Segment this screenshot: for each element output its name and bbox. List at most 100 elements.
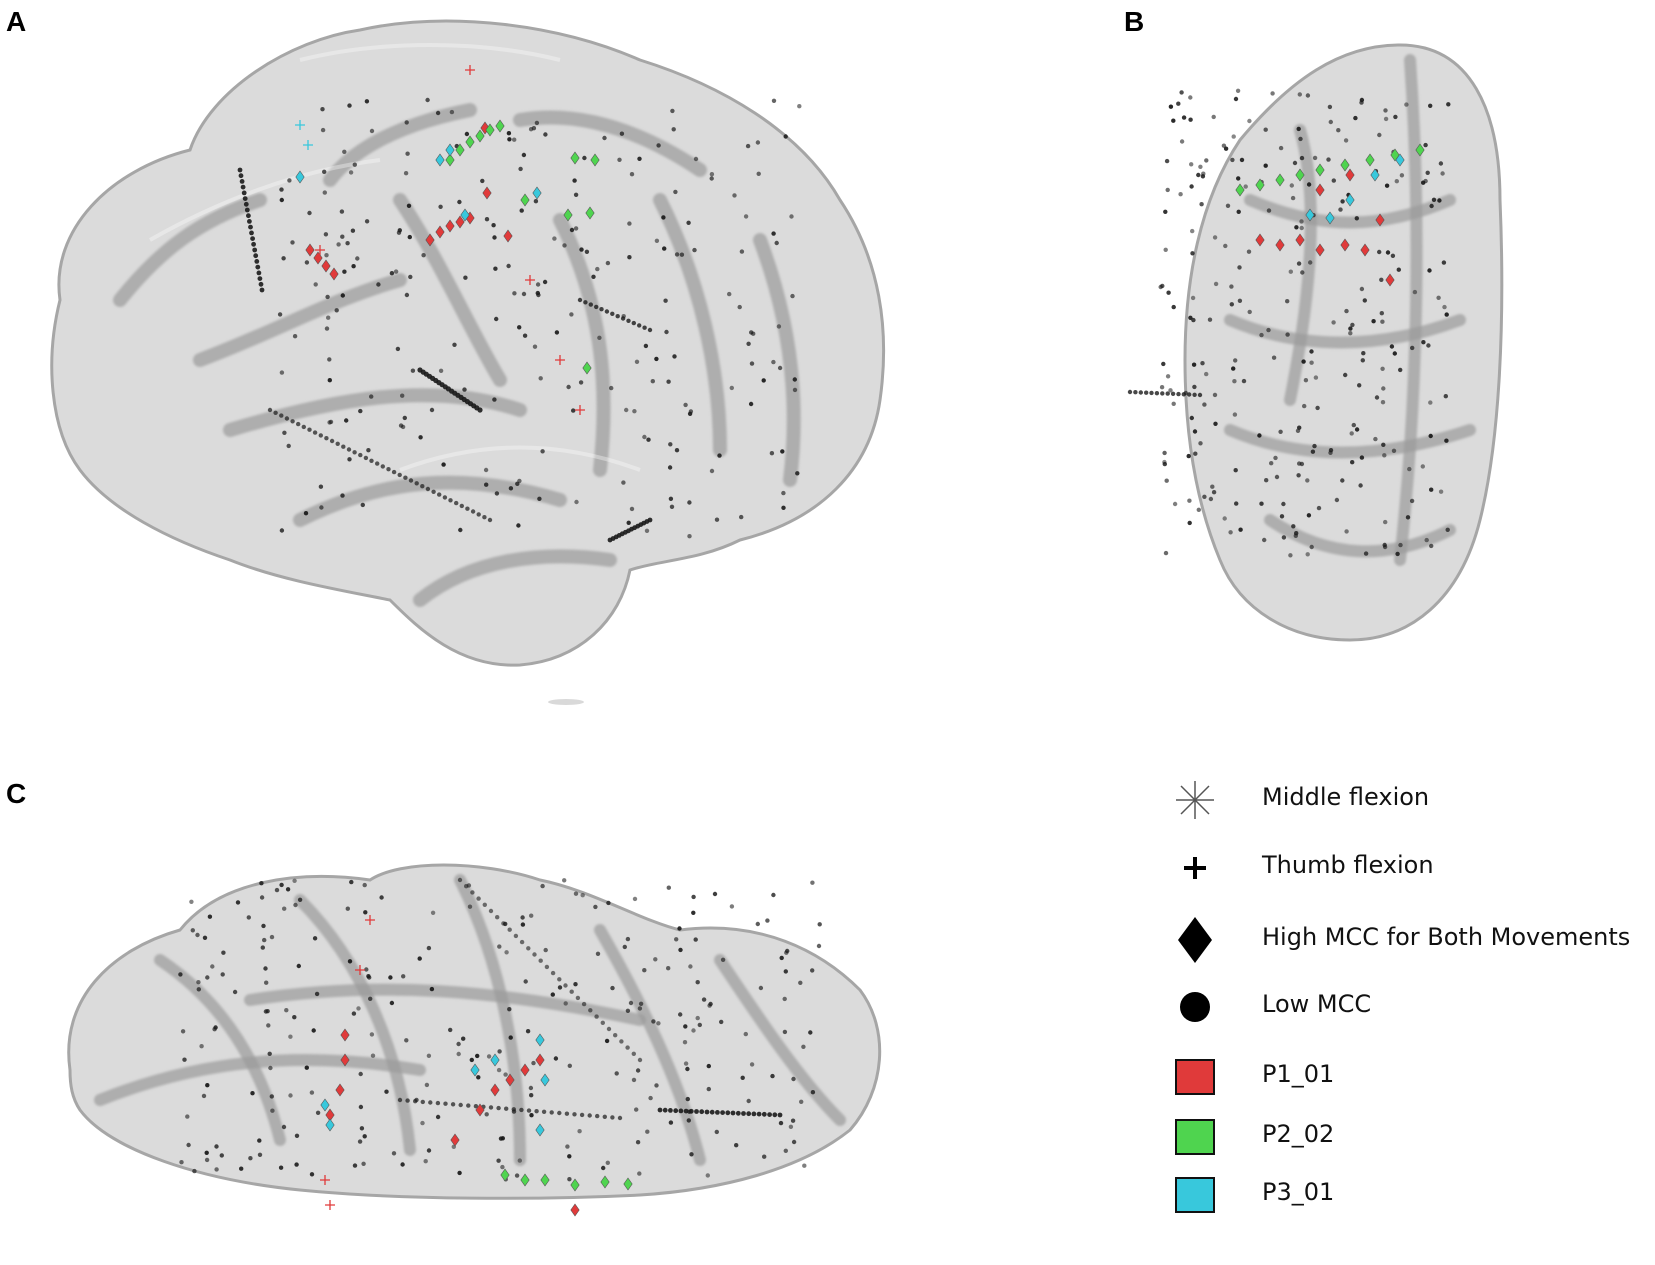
- electrode-dot: [1213, 421, 1218, 426]
- electrode-dot: [388, 975, 393, 980]
- electrode-dot: [1374, 395, 1380, 400]
- electrode-dot: [420, 1120, 425, 1126]
- electrode-dot: [654, 1083, 659, 1088]
- electrode-dot: [1200, 361, 1205, 366]
- electrode-dot: [687, 500, 692, 505]
- electrode-dot: [407, 234, 412, 240]
- electrode-dot: [340, 293, 345, 298]
- electrode-dot: [1190, 251, 1195, 256]
- electrode-dot: [287, 178, 292, 183]
- electrode-dot: [1309, 349, 1314, 354]
- electrode-dot: [1424, 537, 1429, 543]
- electrode-dot: [1232, 379, 1237, 384]
- electrode-dot: [1181, 115, 1187, 120]
- electrode-dot: [285, 887, 291, 892]
- electrode-dot: [1428, 433, 1433, 439]
- electrode-dot: [345, 906, 350, 911]
- electrode-dot: [232, 989, 238, 995]
- electrode-dot: [190, 928, 195, 933]
- electrode-dot: [426, 1053, 432, 1059]
- electrode-dot: [1236, 176, 1241, 181]
- electrode-dot: [496, 1105, 501, 1111]
- electrode-dot: [605, 260, 611, 266]
- electrode-dot: [199, 1044, 204, 1049]
- electrode-dot: [732, 193, 737, 198]
- electrode-dot: [470, 509, 476, 514]
- electrode-dot: [506, 131, 512, 136]
- electrode-dot: [449, 109, 455, 115]
- electrode-dot: [619, 1039, 624, 1044]
- electrode-dot: [482, 515, 487, 520]
- electrode-dot: [379, 895, 384, 900]
- electrode-dot: [195, 932, 200, 938]
- electrode-dot: [1309, 360, 1314, 365]
- electrode-dot: [672, 354, 677, 359]
- electrode-dot: [279, 528, 285, 533]
- electrode-dot: [352, 450, 357, 455]
- electrode-dot: [204, 1157, 210, 1163]
- electrode-dot: [315, 1110, 321, 1116]
- electrode-dot: [543, 132, 548, 137]
- electrode-dot: [774, 240, 779, 246]
- electrode-dot: [192, 1168, 197, 1174]
- electrode-dot: [476, 1075, 481, 1080]
- electrode-dot: [464, 131, 470, 137]
- electrode-dot: [1178, 192, 1183, 197]
- electrode-dot: [765, 918, 770, 923]
- electrode-diamond: [570, 1203, 580, 1217]
- electrode-dot: [610, 985, 615, 991]
- electrode-dot: [418, 435, 423, 440]
- electrode-diamond: [1305, 208, 1315, 222]
- square-icon: [1175, 1177, 1215, 1213]
- electrode-dot: [538, 958, 543, 963]
- electrode-dot: [1179, 90, 1184, 95]
- electrode-dot: [1171, 304, 1176, 310]
- electrode-dot: [358, 1071, 363, 1077]
- electrode-dot: [1288, 553, 1293, 558]
- electrode-dot: [1176, 391, 1181, 397]
- electrode-dot: [1348, 331, 1353, 336]
- electrode-dot: [709, 468, 715, 474]
- electrode-dot: [549, 1110, 554, 1115]
- electrode-dot: [720, 1110, 725, 1115]
- electrode-diamond: [540, 1073, 550, 1087]
- electrode-dot: [1266, 327, 1271, 333]
- electrode-dot: [749, 361, 755, 366]
- electrode-dot: [673, 189, 678, 195]
- electrode-dot: [473, 1104, 479, 1109]
- electrode-diamond: [445, 219, 455, 233]
- electrode-dot: [1262, 537, 1267, 543]
- electrode-dot: [1278, 145, 1284, 151]
- electrode-dot: [476, 896, 481, 901]
- electrode-dot: [783, 134, 788, 139]
- electrode-dot: [322, 190, 327, 195]
- electrode-dot: [668, 1120, 674, 1125]
- electrode-dot: [1189, 162, 1194, 167]
- electrode-dot: [352, 1163, 358, 1168]
- electrode-dot: [569, 227, 575, 233]
- electrode-dot: [1399, 173, 1405, 178]
- electrode-dot: [284, 416, 290, 421]
- electrode-dot: [462, 387, 467, 392]
- electrode-diamond: [340, 1028, 350, 1042]
- electrode-dot: [311, 1028, 316, 1033]
- electrode-dot: [491, 223, 496, 228]
- electrode-dot: [762, 1154, 767, 1159]
- electrode-dot: [1233, 358, 1238, 363]
- electrode-dot: [1291, 524, 1296, 529]
- electrode-dot: [537, 496, 542, 501]
- electrode-dot: [406, 203, 412, 208]
- electrode-dot: [1234, 501, 1239, 506]
- electrode-dot: [1427, 268, 1432, 273]
- electrode-dot: [1296, 126, 1301, 132]
- electrode-diamond: [600, 1175, 610, 1189]
- electrode-dot: [1348, 326, 1353, 331]
- electrode-markers: [178, 65, 1451, 1217]
- electrode-dot: [279, 187, 284, 192]
- electrode-dot: [1229, 302, 1235, 307]
- electrode-diamond: [1315, 183, 1325, 197]
- electrode-dot: [1380, 366, 1385, 371]
- electrode-dot: [1301, 359, 1306, 364]
- electrode-dot: [729, 385, 734, 391]
